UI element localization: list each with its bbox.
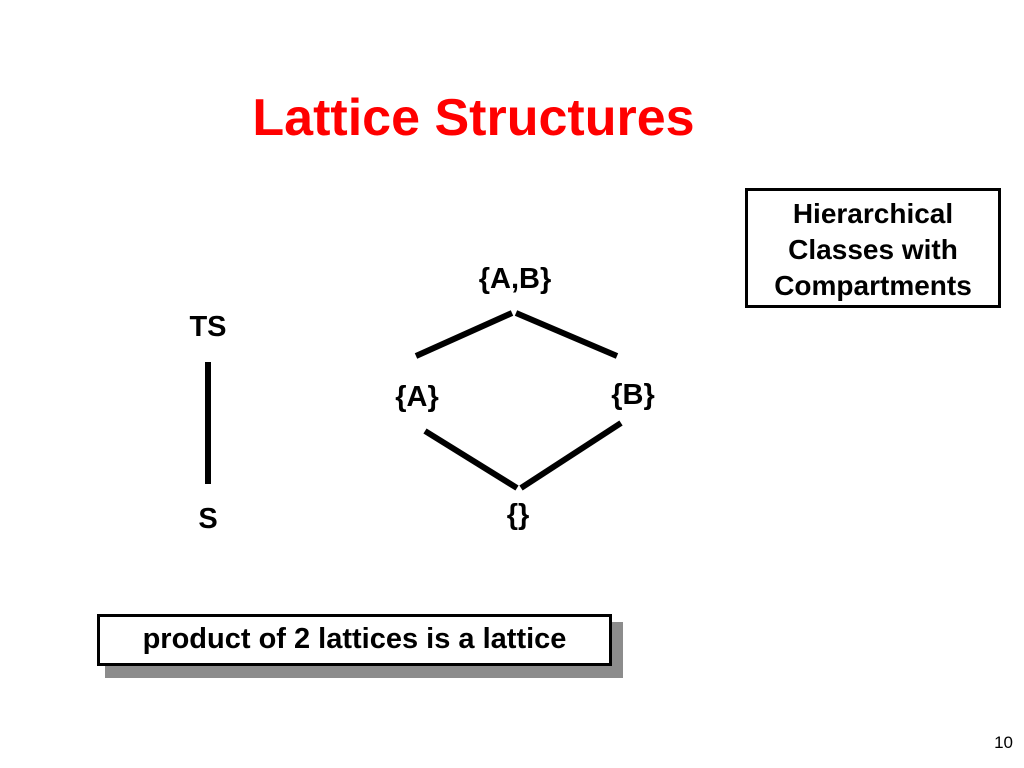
note-line-3: Compartments <box>774 270 972 301</box>
hierarchical-classes-note: Hierarchical Classes with Compartments <box>745 188 1001 308</box>
node-s: S <box>198 503 218 535</box>
edge-b-empty <box>519 420 623 491</box>
note-line-2: Classes with <box>788 234 958 265</box>
edge-ab-a <box>414 310 514 359</box>
node-a: {A} <box>395 381 439 413</box>
page-number: 10 <box>994 733 1013 752</box>
edge-ab-b <box>514 310 619 359</box>
edge-a-empty <box>423 428 519 491</box>
note-line-1: Hierarchical <box>792 198 954 229</box>
node-ab: {A,B} <box>478 263 552 295</box>
node-ts: TS <box>189 311 227 343</box>
caption-box: product of 2 lattices is a lattice <box>97 614 612 666</box>
node-b: {B} <box>611 379 655 411</box>
slide-title: Lattice Structures <box>252 89 695 147</box>
node-empty: {} <box>506 499 530 531</box>
